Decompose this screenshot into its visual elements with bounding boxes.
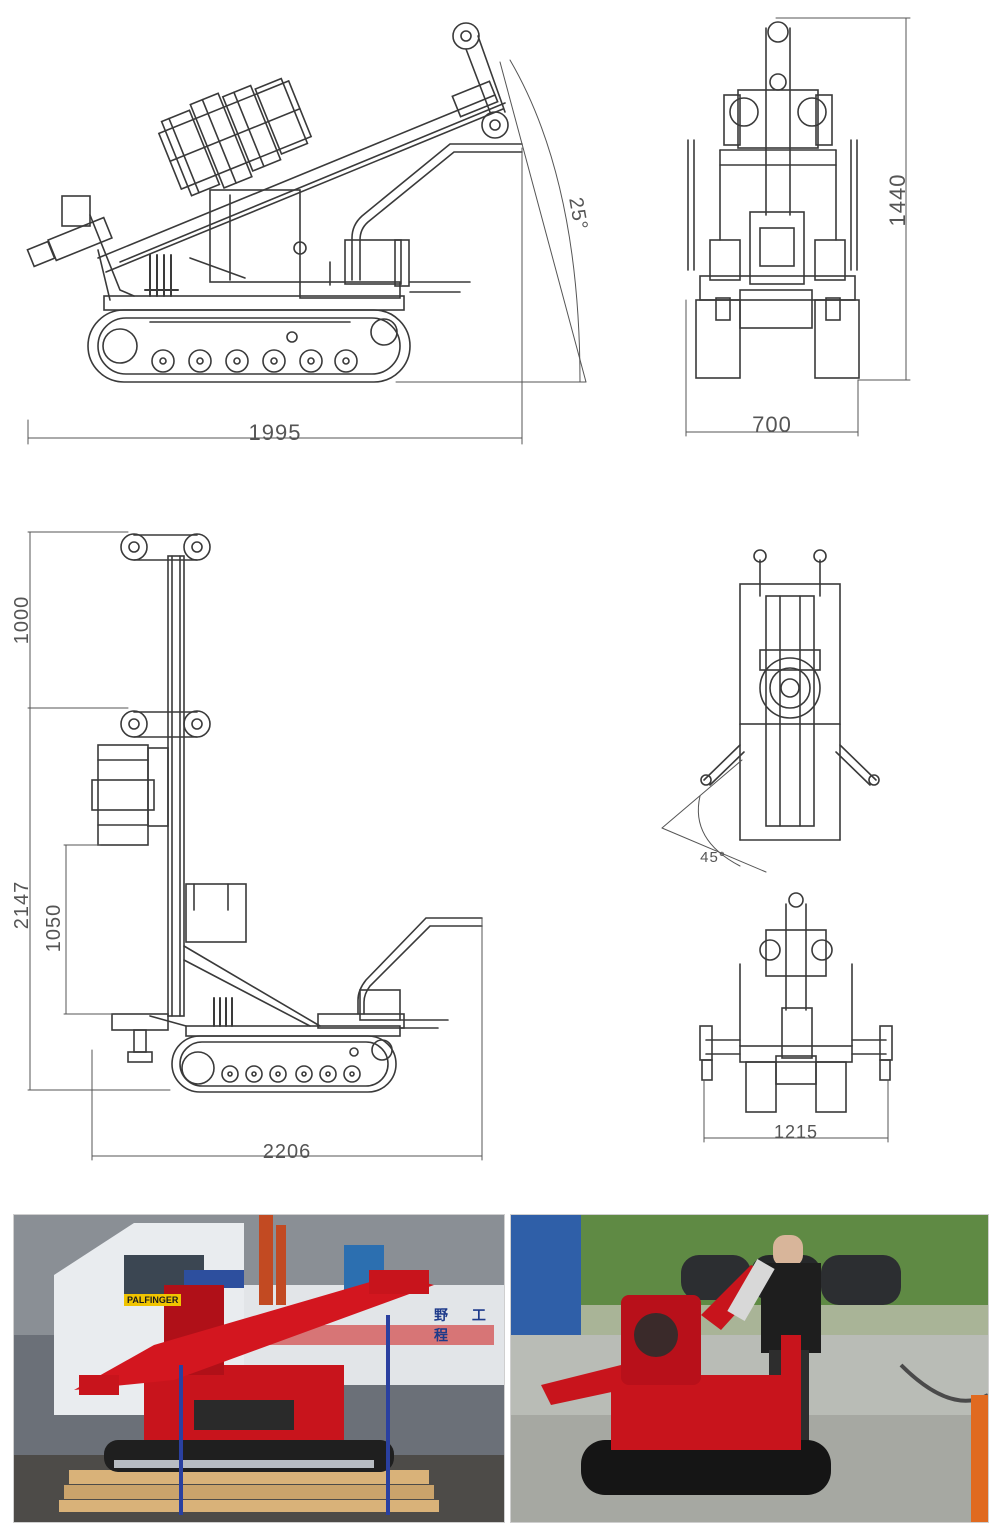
dim-swing-angle: 45° [700,849,726,866]
photo-left-scene [14,1215,504,1522]
dim-head-clearance: 1050 [43,904,65,953]
dim-upright-height: 2147 [11,881,33,930]
photo-right-scene [511,1215,988,1522]
side-view-tilted [26,22,523,383]
technical-drawing-sheet: 1995 700 1440 25° 1000 2147 1050 2206 45… [11,17,911,1163]
dim-top-front-height: 1440 [885,174,910,227]
truck-side-lettering: 野 工 程 [434,1307,496,1343]
dim-top-side-length: 1995 [249,420,302,445]
side-view-upright [91,533,483,1093]
photo-rig-on-pallet: PALFINGER 野 工 程 [13,1214,505,1523]
dim-outrigger-width: 1215 [774,1122,818,1142]
dim-top-front-width: 700 [752,412,792,437]
front-view [687,21,860,379]
dim-mast-extension: 1000 [11,596,33,645]
dim-angle-tilt: 25° [564,196,591,233]
dim-upright-length: 2206 [263,1141,312,1163]
plan-view [700,549,880,841]
truck-brand-label: PALFINGER [124,1294,182,1306]
front-view-outriggers [699,892,893,1113]
photo-rig-in-field [510,1214,989,1523]
